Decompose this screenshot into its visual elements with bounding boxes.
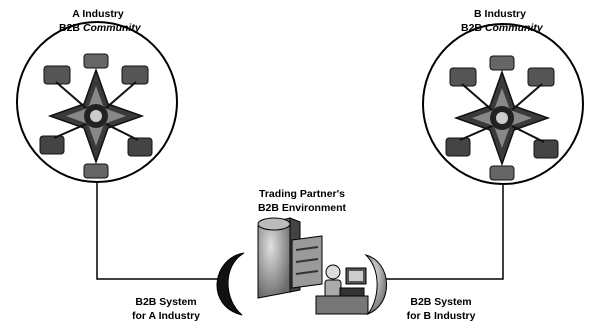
community-a-title: A Industry B2B Community xyxy=(59,7,141,35)
community-b-line2-em: Community xyxy=(484,22,543,34)
server-stack-icon xyxy=(257,217,323,299)
system-a-line2: for A Industry xyxy=(131,310,201,322)
community-b-line1: B Industry xyxy=(474,8,526,20)
community-b-title: B Industry B2B Community xyxy=(461,7,543,35)
system-a-title: B2B System for A Industry xyxy=(118,295,214,323)
system-b-title: B2B System for B Industry xyxy=(393,295,489,323)
community-a-line2-em: Community xyxy=(82,22,141,34)
partner-line2: B2B Environment xyxy=(257,202,347,214)
community-a-line1: A Industry xyxy=(72,8,124,20)
community-b-line2-prefix: B2B xyxy=(461,22,485,34)
crescent-right-icon xyxy=(364,254,387,316)
connector-line-b xyxy=(378,171,504,280)
system-a-line1: B2B System xyxy=(135,296,197,308)
community-a-line2-prefix: B2B xyxy=(59,22,83,34)
system-b-line2: for B Industry xyxy=(406,310,476,322)
crescent-left-icon xyxy=(216,252,245,316)
partner-title: Trading Partner's B2B Environment xyxy=(248,187,356,215)
system-b-line1: B2B System xyxy=(410,296,472,308)
connector-line-a xyxy=(96,170,222,280)
person-at-computer-icon xyxy=(315,264,369,315)
partner-line1: Trading Partner's xyxy=(259,188,345,200)
